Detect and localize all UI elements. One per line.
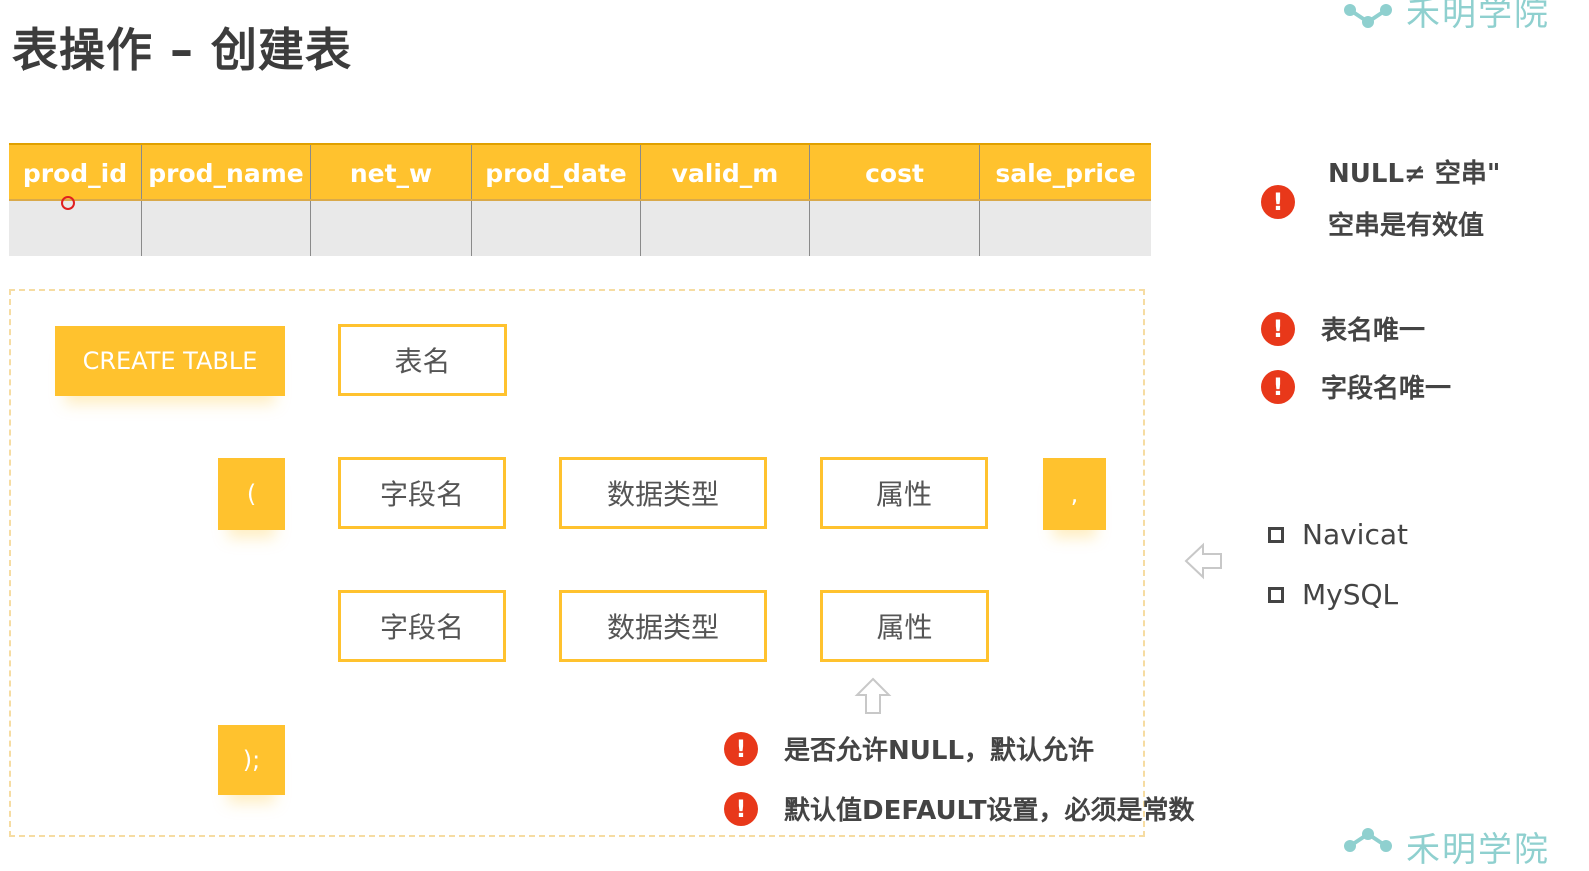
- column-header: net_w: [311, 145, 472, 201]
- unique-table-note-text: 表名唯一: [1321, 316, 1426, 346]
- field-name-label: 字段名: [379, 478, 464, 511]
- unique-field-note: ! 字段名唯一: [1261, 368, 1451, 405]
- table-header-row: prod_id prod_name net_w prod_date valid_…: [9, 143, 1151, 201]
- nullable-note-text: 是否允许NULL，默认允许: [784, 736, 1095, 766]
- attribute-label: 属性: [876, 611, 933, 644]
- attribute-label: 属性: [875, 478, 932, 511]
- arrow-up-icon: [854, 677, 892, 714]
- create-table-label: CREATE TABLE: [82, 347, 258, 375]
- default-note-text: 默认值DEFAULT设置，必须是常数: [784, 796, 1195, 826]
- bullet-square-icon: [1268, 526, 1284, 543]
- product-table: prod_id prod_name net_w prod_date valid_…: [9, 143, 1151, 256]
- logo-icon: [1344, 828, 1392, 852]
- default-note: ! 默认值DEFAULT设置，必须是常数: [724, 790, 1195, 827]
- warning-icon: !: [1261, 311, 1295, 346]
- column-header-label: prod_name: [148, 158, 304, 188]
- data-type-label: 数据类型: [606, 478, 719, 511]
- column-header-label: sale_price: [995, 158, 1136, 188]
- logo-text: 禾明学院: [1406, 0, 1550, 34]
- open-paren-block: (: [218, 458, 285, 530]
- table-name-label: 表名: [394, 345, 451, 378]
- column-header: prod_id: [9, 145, 142, 201]
- null-note-line1: NULL≠ 空串": [1328, 159, 1501, 189]
- warning-icon: !: [724, 791, 758, 826]
- tool-label: Navicat: [1302, 518, 1408, 551]
- create-table-block: CREATE TABLE: [55, 326, 285, 396]
- column-header-label: net_w: [349, 158, 433, 188]
- field-name-block: 字段名: [338, 590, 506, 662]
- table-name-block: 表名: [338, 324, 507, 396]
- table-cell: [472, 201, 641, 256]
- bullet-square-icon: [1268, 586, 1284, 603]
- column-header-label: prod_id: [22, 158, 128, 188]
- attribute-block: 属性: [820, 457, 988, 529]
- table-cell: [810, 201, 980, 256]
- comma-block: ,: [1043, 458, 1106, 530]
- logo-icon: [1344, 4, 1392, 28]
- column-header: sale_price: [980, 145, 1151, 201]
- unique-field-note-text: 字段名唯一: [1321, 374, 1452, 404]
- null-note-line2: 空串是有效值: [1328, 211, 1485, 241]
- data-type-label: 数据类型: [606, 611, 719, 644]
- tool-item-navicat: Navicat: [1268, 518, 1408, 551]
- data-type-block: 数据类型: [559, 590, 767, 662]
- mouse-cursor-indicator: [61, 196, 75, 210]
- nullable-note: ! 是否允许NULL，默认允许: [724, 730, 1094, 767]
- warning-icon: !: [1261, 185, 1295, 219]
- column-header: prod_date: [472, 145, 641, 201]
- open-paren-label: (: [246, 480, 257, 508]
- field-name-block: 字段名: [338, 457, 506, 529]
- data-type-block: 数据类型: [559, 457, 767, 529]
- column-header: valid_m: [641, 145, 810, 201]
- syntax-diagram: [9, 289, 1145, 837]
- warning-icon: !: [1261, 369, 1295, 404]
- null-note-icon-wrap: !: [1261, 185, 1295, 219]
- unique-table-note: ! 表名唯一: [1261, 310, 1425, 347]
- tool-label: MySQL: [1302, 578, 1399, 611]
- arrow-left-icon: [1184, 542, 1222, 580]
- table-cell: [9, 201, 142, 256]
- close-block: );: [218, 725, 285, 795]
- field-name-label: 字段名: [379, 611, 464, 644]
- column-header: prod_name: [142, 145, 311, 201]
- tool-item-mysql: MySQL: [1268, 578, 1398, 611]
- logo-text: 禾明学院: [1406, 829, 1550, 870]
- attribute-block: 属性: [820, 590, 989, 662]
- table-cell: [311, 201, 472, 256]
- page-title: 表操作 – 创建表: [12, 23, 353, 77]
- warning-icon: !: [724, 731, 758, 766]
- table-cell: [980, 201, 1151, 256]
- logo: 禾明学院: [1340, 0, 1550, 34]
- column-header-label: valid_m: [671, 158, 779, 188]
- table-row: [9, 199, 1151, 256]
- column-header-label: cost: [865, 158, 924, 188]
- column-header: cost: [810, 145, 980, 201]
- comma-label: ,: [1070, 480, 1079, 508]
- close-label: );: [242, 746, 261, 774]
- column-header-label: prod_date: [485, 158, 627, 188]
- table-cell: [142, 201, 311, 256]
- logo-bottom: 禾明学院: [1340, 822, 1550, 870]
- table-cell: [641, 201, 810, 256]
